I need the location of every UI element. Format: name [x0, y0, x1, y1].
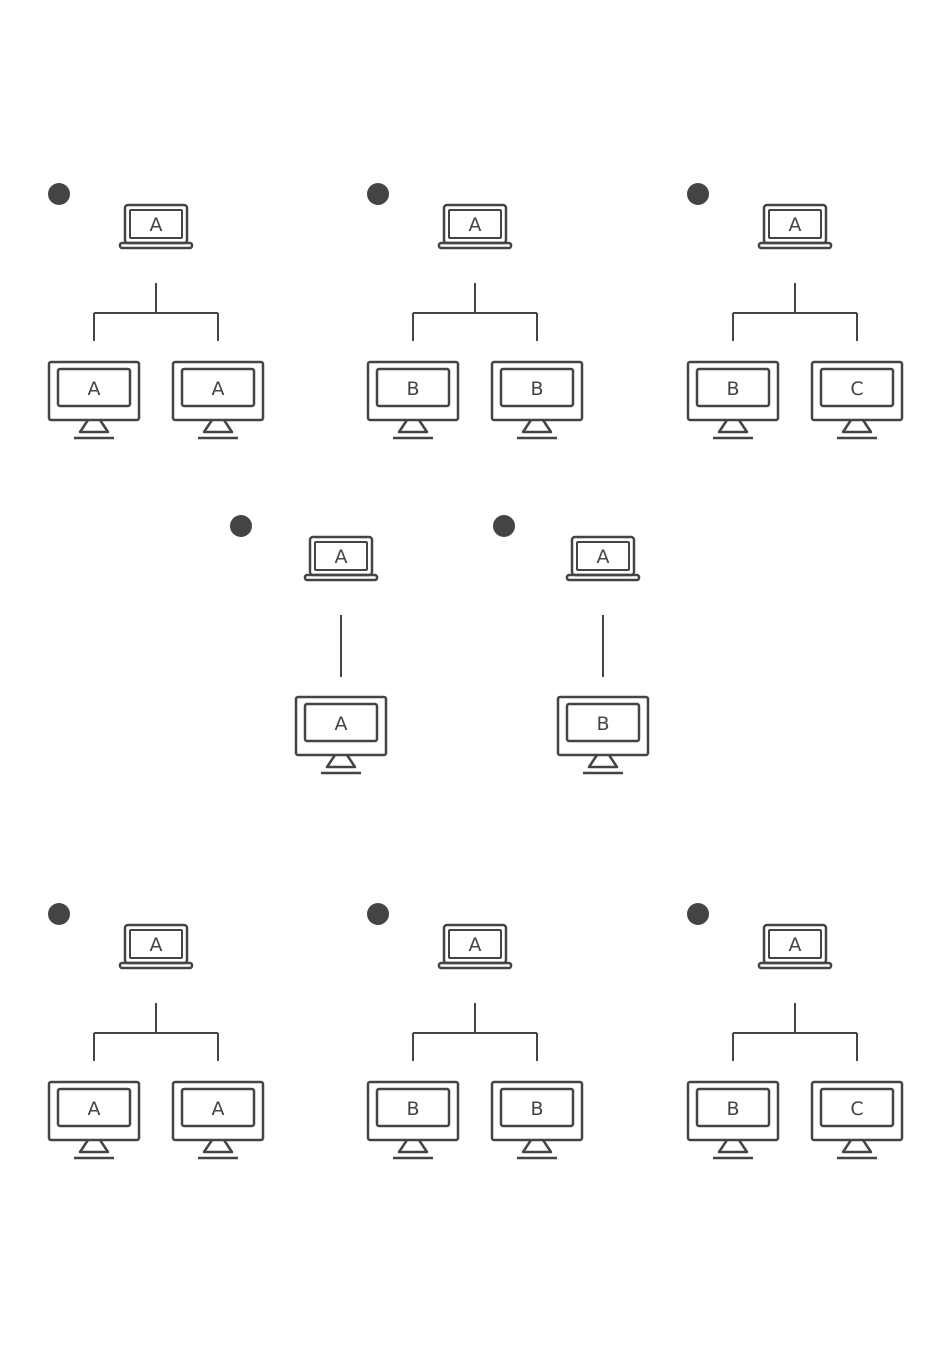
fork-connector	[733, 1003, 857, 1061]
bullet-dot	[493, 515, 515, 537]
monitor-icon: C	[812, 362, 902, 438]
monitor-icon: B	[558, 697, 648, 773]
laptop-icon: A	[120, 925, 192, 968]
monitor-icon: A	[296, 697, 386, 773]
laptop-label: A	[789, 214, 802, 236]
monitor-label: B	[530, 378, 543, 400]
monitor-label: C	[850, 1098, 863, 1120]
monitor-icon: B	[368, 1082, 458, 1158]
fork-connector	[733, 283, 857, 341]
monitor-label: A	[335, 713, 348, 735]
laptop-icon: A	[759, 925, 831, 968]
laptop-label: A	[597, 546, 610, 568]
fork-connector	[413, 1003, 537, 1061]
laptop-label: A	[469, 214, 482, 236]
laptop-icon: A	[439, 925, 511, 968]
fork-connector	[94, 1003, 218, 1061]
diagram-panel-8: A B C	[687, 903, 902, 1158]
laptop-icon: A	[567, 537, 639, 580]
bullet-dot	[367, 183, 389, 205]
laptop-icon: A	[120, 205, 192, 248]
bullet-dot	[48, 903, 70, 925]
monitor-label: B	[726, 1098, 739, 1120]
monitor-icon: B	[368, 362, 458, 438]
bullet-dot	[230, 515, 252, 537]
bullet-dot	[48, 183, 70, 205]
monitor-label: A	[88, 1098, 101, 1120]
laptop-label: A	[789, 934, 802, 956]
diagram-panel-3: A B C	[687, 183, 902, 438]
monitor-label: B	[406, 1098, 419, 1120]
laptop-icon: A	[305, 537, 377, 580]
monitor-icon: C	[812, 1082, 902, 1158]
monitor-label: B	[726, 378, 739, 400]
laptop-label: A	[150, 934, 163, 956]
bullet-dot	[687, 183, 709, 205]
monitor-label: A	[88, 378, 101, 400]
diagram-panel-2: A B B	[367, 183, 582, 438]
monitor-icon: A	[173, 1082, 263, 1158]
monitor-label: B	[530, 1098, 543, 1120]
monitor-icon: B	[688, 362, 778, 438]
fork-connector	[94, 283, 218, 341]
diagram-panel-1: A A A	[48, 183, 263, 438]
monitor-icon: A	[173, 362, 263, 438]
monitor-icon: B	[688, 1082, 778, 1158]
laptop-icon: A	[759, 205, 831, 248]
bullet-dot	[367, 903, 389, 925]
bullet-dot	[687, 903, 709, 925]
diagram-panel-7: A B B	[367, 903, 582, 1158]
laptop-label: A	[469, 934, 482, 956]
diagram-panel-4: AA	[230, 515, 386, 773]
monitor-icon: B	[492, 362, 582, 438]
fork-connector	[413, 283, 537, 341]
monitor-label: C	[850, 378, 863, 400]
laptop-label: A	[335, 546, 348, 568]
monitor-icon: B	[492, 1082, 582, 1158]
monitor-label: A	[212, 1098, 225, 1120]
diagram-panel-5: AB	[493, 515, 648, 773]
monitor-label: B	[596, 713, 609, 735]
monitor-icon: A	[49, 362, 139, 438]
monitor-icon: A	[49, 1082, 139, 1158]
monitor-label: A	[212, 378, 225, 400]
diagram-panel-6: A A A	[48, 903, 263, 1158]
laptop-label: A	[150, 214, 163, 236]
laptop-icon: A	[439, 205, 511, 248]
monitor-label: B	[406, 378, 419, 400]
